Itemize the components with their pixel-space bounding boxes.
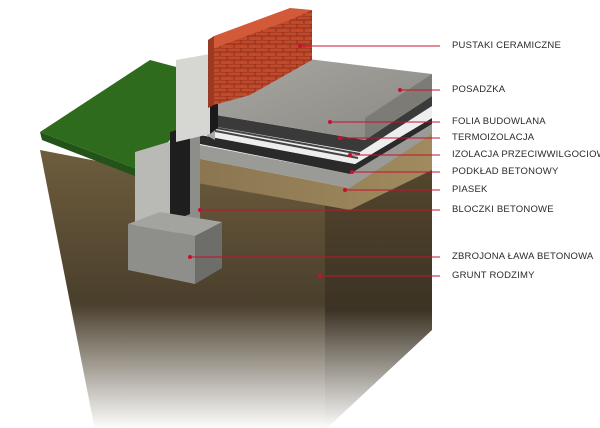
ceramic-blocks-front bbox=[214, 10, 312, 105]
leader-lines bbox=[190, 45, 440, 277]
concrete-blocks-front bbox=[135, 140, 175, 235]
label-izolacja-przeciwwilgociowa: IZOLACJA PRZECIWWILGOCIOWA bbox=[452, 149, 600, 160]
label-piasek: PIASEK bbox=[452, 184, 488, 195]
label-folia-budowlana: FOLIA BUDOWLANA bbox=[452, 116, 546, 127]
grass-top bbox=[40, 60, 180, 170]
label-posadzka: POSADZKA bbox=[452, 84, 506, 95]
damp-proofing bbox=[190, 118, 432, 174]
label-pustaki-ceramiczne: PUSTAKI CERAMICZNE bbox=[452, 40, 561, 51]
label-zbrojona-lawa-betonowa: ZBROJONA ŁAWA BETONOWA bbox=[452, 251, 594, 262]
reinforced-footing bbox=[128, 224, 195, 284]
label-termoizolacja: TERMOIZOLACJA bbox=[452, 132, 535, 143]
thermal-insulation bbox=[195, 106, 432, 164]
label-bloczki-betonowe: BLOCZKI BETONOWE bbox=[452, 204, 554, 215]
upper-wall bbox=[176, 54, 210, 142]
grass-front bbox=[40, 132, 140, 178]
native-soil-front bbox=[40, 150, 325, 428]
leader-dots bbox=[188, 44, 402, 278]
label-podklad-betonowy: PODKŁAD BETONOWY bbox=[452, 166, 559, 177]
label-grunt-rodzimy: GRUNT RODZIMY bbox=[452, 270, 535, 281]
